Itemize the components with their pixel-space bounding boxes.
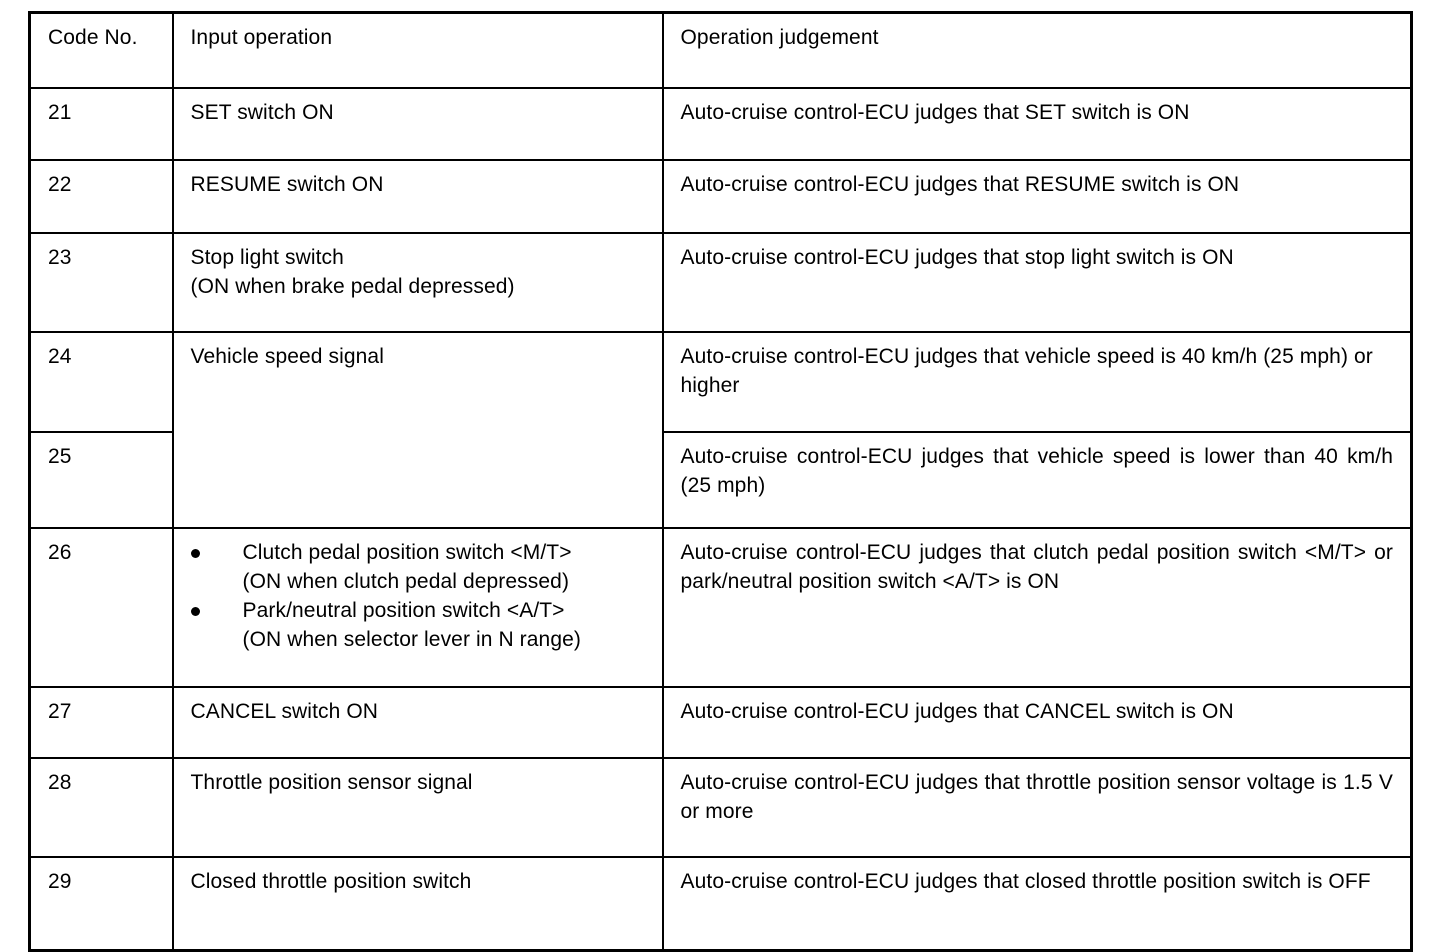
header-cell-operation-judgement: Operation judgement bbox=[661, 11, 1413, 89]
diagnostic-code-table: Code No. Input operation Operation judge… bbox=[28, 11, 1413, 952]
cell-operation-judgement: Auto-cruise control-ECU judges that vehi… bbox=[661, 331, 1413, 433]
cell-input-operation: Closed throttle position switch bbox=[171, 856, 664, 952]
cell-code-no: 27 bbox=[28, 686, 174, 759]
cell-code-no: 29 bbox=[28, 856, 174, 952]
table-row: 24 Vehicle speed signal Auto-cruise cont… bbox=[28, 331, 1413, 529]
bullet-dot-icon bbox=[190, 549, 200, 558]
table-header-row: Code No. Input operation Operation judge… bbox=[28, 11, 1413, 89]
table-row: 26 Clutch pedal position switch <M/T> (O… bbox=[28, 527, 1413, 688]
cell-code-no: 24 bbox=[28, 331, 174, 433]
header-cell-code-no: Code No. bbox=[28, 11, 174, 89]
cell-input-operation-merged: Vehicle speed signal bbox=[171, 331, 664, 529]
cell-operation-judgement: Auto-cruise control-ECU judges that stop… bbox=[661, 232, 1413, 333]
cell-operation-judgement: Auto-cruise control-ECU judges that clut… bbox=[661, 527, 1413, 688]
document-page: Code No. Input operation Operation judge… bbox=[28, 11, 1413, 952]
cell-input-operation: Stop light switch (ON when brake pedal d… bbox=[171, 232, 664, 333]
bullet-note: (ON when clutch pedal depressed) bbox=[242, 570, 570, 593]
cell-code-no: 22 bbox=[28, 159, 174, 234]
input-bullet-list: Clutch pedal position switch <M/T> (ON w… bbox=[190, 538, 645, 654]
list-item: Park/neutral position switch <A/T> (ON w… bbox=[190, 596, 645, 654]
cell-code-no: 26 bbox=[28, 527, 174, 688]
cell-input-operation: RESUME switch ON bbox=[171, 159, 664, 234]
list-item: Clutch pedal position switch <M/T> (ON w… bbox=[190, 538, 645, 596]
input-line-note: (ON when brake pedal depressed) bbox=[190, 275, 515, 298]
table-row: 21 SET switch ON Auto-cruise control-ECU… bbox=[28, 87, 1413, 161]
table-row: 28 Throttle position sensor signal Auto-… bbox=[28, 757, 1413, 858]
cell-code-no: 21 bbox=[28, 87, 174, 161]
table-row: 27 CANCEL switch ON Auto-cruise control-… bbox=[28, 686, 1413, 759]
cell-code-no: 23 bbox=[28, 232, 174, 333]
cell-operation-judgement: Auto-cruise control-ECU judges that vehi… bbox=[661, 431, 1413, 529]
table-row: 25 Auto-cruise control-ECU judges that v… bbox=[28, 431, 1413, 529]
cell-input-operation: Clutch pedal position switch <M/T> (ON w… bbox=[171, 527, 664, 688]
bullet-title: Park/neutral position switch <A/T> bbox=[242, 599, 565, 622]
cell-operation-judgement: Auto-cruise control-ECU judges that SET … bbox=[661, 87, 1413, 161]
table-row: 29 Closed throttle position switch Auto-… bbox=[28, 856, 1413, 952]
cell-input-operation: SET switch ON bbox=[171, 87, 664, 161]
table-row: 22 RESUME switch ON Auto-cruise control-… bbox=[28, 159, 1413, 234]
cell-input-operation: CANCEL switch ON bbox=[171, 686, 664, 759]
header-cell-input-operation: Input operation bbox=[171, 11, 664, 89]
cell-operation-judgement: Auto-cruise control-ECU judges that RESU… bbox=[661, 159, 1413, 234]
cell-code-no: 28 bbox=[28, 757, 174, 858]
cell-operation-judgement: Auto-cruise control-ECU judges that thro… bbox=[661, 757, 1413, 858]
bullet-note: (ON when selector lever in N range) bbox=[242, 628, 581, 651]
bullet-dot-icon bbox=[190, 607, 200, 616]
cell-operation-judgement: Auto-cruise control-ECU judges that clos… bbox=[661, 856, 1413, 952]
cell-code-no: 25 bbox=[28, 431, 174, 529]
cell-input-operation: Throttle position sensor signal bbox=[171, 757, 664, 858]
cell-operation-judgement: Auto-cruise control-ECU judges that CANC… bbox=[661, 686, 1413, 759]
input-line-primary: Stop light switch bbox=[190, 246, 344, 269]
bullet-title: Clutch pedal position switch <M/T> bbox=[242, 541, 572, 564]
table-row: 23 Stop light switch (ON when brake peda… bbox=[28, 232, 1413, 333]
